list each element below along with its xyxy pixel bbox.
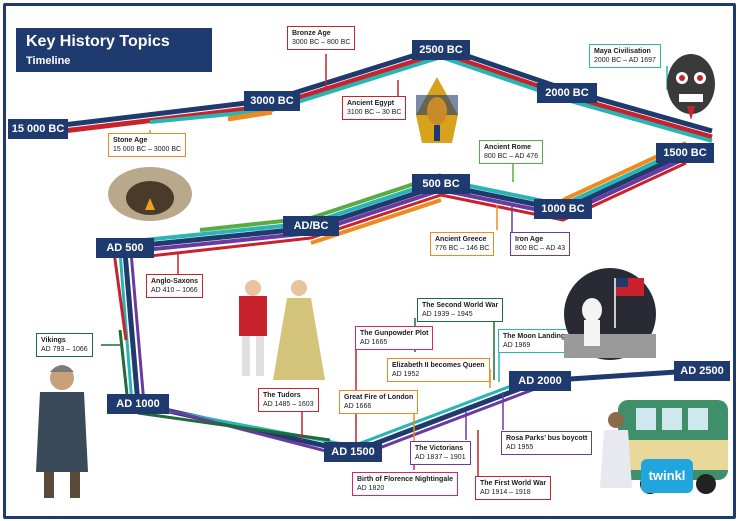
- node-2500bc: 2500 BC: [412, 40, 470, 60]
- node-ad1000: AD 1000: [107, 394, 169, 414]
- event-ww1: The First World War AD 1914 – 1918: [475, 476, 552, 500]
- event-moon-landing: The Moon Landing AD 1969: [498, 329, 571, 353]
- event-rosa-parks: Rosa Parks’ bus boycott AD 1955: [501, 431, 593, 455]
- node-1500bc: 1500 BC: [656, 143, 714, 163]
- event-vikings: Vikings AD 793 – 1066: [36, 333, 93, 357]
- event-ancient-greece: Ancient Greece 776 BC – 146 BC: [430, 232, 495, 256]
- event-anglo-saxons: Anglo-Saxons AD 410 – 1066: [146, 274, 204, 298]
- event-gunpowder-plot: The Gunpowder Plot AD 1665: [355, 326, 434, 350]
- node-ad1500: AD 1500: [324, 442, 382, 462]
- node-3000bc: 3000 BC: [244, 91, 300, 111]
- node-ad2500: AD 2500: [674, 361, 730, 381]
- node-ad2000: AD 2000: [509, 371, 571, 391]
- event-elizabeth: Elizabeth II becomes Queen AD 1952: [387, 358, 490, 382]
- event-iron-age: Iron Age 800 BC – AD 43: [510, 232, 571, 256]
- twinkl-logo: twinkl: [641, 459, 693, 493]
- event-ww2: The Second World War AD 1939 – 1945: [417, 298, 504, 322]
- node-15000bc: 15 000 BC: [8, 119, 68, 139]
- moon-landing-illustration: [564, 268, 656, 360]
- event-bronze-age: Bronze Age 3000 BC – 800 BC: [287, 26, 356, 50]
- node-1000bc: 1000 BC: [534, 199, 592, 219]
- event-tudors: The Tudors AD 1485 – 1603: [258, 388, 319, 412]
- node-500bc: 500 BC: [412, 174, 470, 194]
- page-subtitle: Timeline: [26, 55, 71, 67]
- event-great-fire: Great Fire of London AD 1666: [339, 390, 419, 414]
- cave-illustration: [108, 167, 192, 221]
- node-adbc: AD/BC: [283, 216, 339, 236]
- maya-mask-illustration: [667, 54, 715, 120]
- event-nightingale: Birth of Florence Nightingale AD 1820: [352, 472, 459, 496]
- node-ad500: AD 500: [96, 238, 154, 258]
- page-title: Key History Topics: [26, 33, 170, 50]
- tudors-illustration: [239, 280, 325, 380]
- event-ancient-rome: Ancient Rome 800 BC – AD 476: [479, 140, 544, 164]
- event-stone-age: Stone Age 15 000 BC – 3000 BC: [108, 133, 187, 157]
- pharaoh-mask-illustration: [416, 77, 458, 143]
- event-ancient-egypt: Ancient Egypt 3100 BC – 30 BC: [342, 96, 407, 120]
- event-victorians: The Victorians AD 1837 – 1901: [410, 441, 471, 465]
- poster-frame: [3, 3, 736, 519]
- node-2000bc: 2000 BC: [537, 83, 597, 103]
- viking-illustration: [36, 365, 88, 498]
- event-maya: Maya Civilisation 2000 BC – AD 1697: [589, 44, 661, 68]
- title-banner: Key History Topics Timeline: [16, 28, 212, 72]
